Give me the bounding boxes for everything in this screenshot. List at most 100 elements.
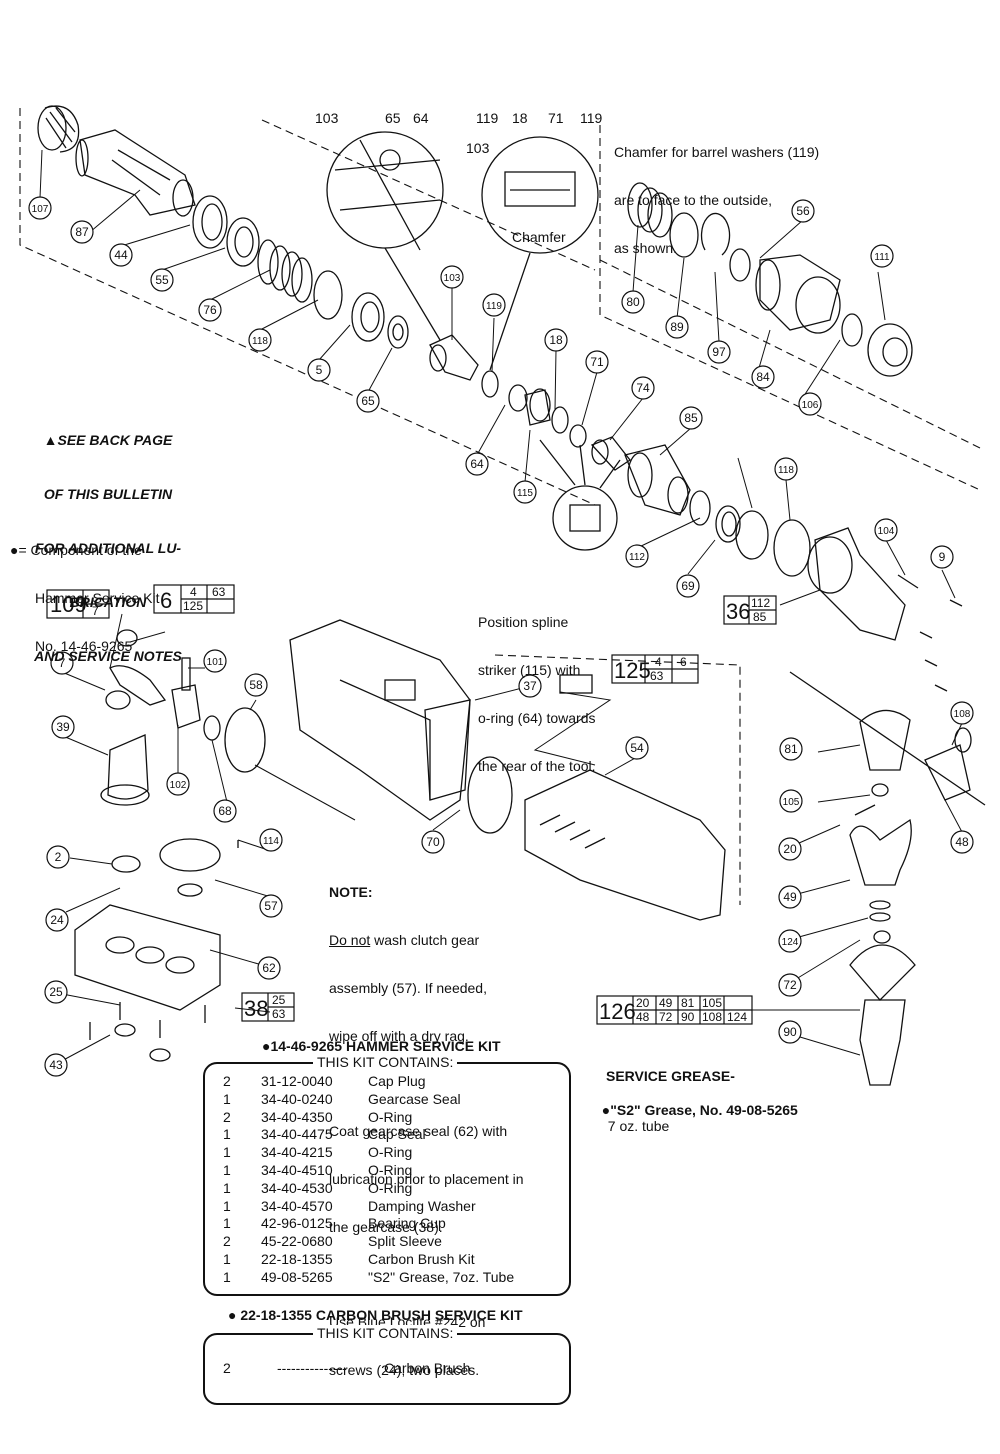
- box-126-bottom-0: 48: [636, 1010, 650, 1024]
- callout-number: 25: [49, 985, 63, 999]
- callout-circle: [778, 885, 802, 909]
- kit-part: 34-40-4215: [261, 1144, 333, 1161]
- box-38-main: 38: [244, 996, 268, 1021]
- callout-circle: [585, 350, 609, 374]
- chamfer-note-line: Chamfer for barrel washers (119): [614, 144, 820, 160]
- detail-right-3: 119: [580, 110, 603, 126]
- callout-circle: [625, 544, 649, 568]
- callout-circle: [544, 328, 568, 352]
- callout-number: 20: [783, 842, 797, 856]
- box-36-main: 36: [726, 599, 750, 624]
- assembly-boundary-dashes: [19, 108, 981, 905]
- callout-number: 65: [361, 394, 375, 408]
- callout-5: 5: [307, 358, 331, 382]
- callout-55: 55: [150, 268, 174, 292]
- callout-number: 90: [783, 1025, 797, 1039]
- kit-qty: 1: [223, 1090, 231, 1107]
- callout-number: 97: [712, 345, 726, 359]
- box-126-top-3: 105: [702, 996, 722, 1010]
- callout-number: 74: [636, 381, 650, 395]
- callout-90: 90: [778, 1020, 802, 1044]
- callout-number: 105: [783, 797, 800, 808]
- kit-qty: 1: [223, 1126, 231, 1143]
- kit-part: 49-08-5265: [261, 1268, 333, 1285]
- callout-number: 68: [218, 804, 232, 818]
- callout-circle: [779, 737, 803, 761]
- callout-number: 87: [75, 225, 89, 239]
- callout-circle: [307, 358, 331, 382]
- callout-number: 39: [56, 720, 70, 734]
- callout-circle: [44, 1053, 68, 1077]
- kit-desc: "S2" Grease, 7oz. Tube: [368, 1268, 515, 1285]
- callout-circle: [44, 980, 68, 1004]
- box-126-top-2: 81: [681, 996, 695, 1010]
- detail-right-1: 18: [512, 110, 528, 126]
- callout-circle: [248, 328, 272, 352]
- callout-44: 44: [109, 243, 133, 267]
- callout-circle: [465, 452, 489, 476]
- callout-114: 114: [259, 828, 283, 852]
- callout-number: 9: [939, 550, 946, 564]
- spline-note-line: Position spline: [478, 614, 569, 630]
- callout-number: 69: [681, 579, 695, 593]
- callout-number: 43: [49, 1058, 63, 1072]
- component-note-line: No. 14-46-9265: [35, 638, 133, 654]
- callout-circle: [621, 290, 645, 314]
- kit-desc: Cap Seal: [368, 1126, 426, 1143]
- callout-number: 101: [207, 657, 224, 668]
- box-126-bottom-2: 90: [681, 1010, 695, 1024]
- chamfer-label: Chamfer: [512, 229, 566, 245]
- callout-65: 65: [356, 389, 380, 413]
- kit-desc: O-Ring: [368, 1108, 413, 1125]
- box-126-bottom-3: 108: [702, 1010, 722, 1024]
- note-line: assembly (57). If needed,: [329, 980, 487, 996]
- callout-number: 7: [59, 656, 66, 670]
- callout-number: 58: [249, 678, 263, 692]
- callout-circle: [257, 956, 281, 980]
- callout-102: 102: [166, 772, 190, 796]
- service-grease-title: SERVICE GREASE-: [606, 1068, 735, 1084]
- callout-87: 87: [70, 220, 94, 244]
- callout-37: 37: [518, 674, 542, 698]
- note-line: Do not wash clutch gear: [329, 932, 524, 948]
- callout-number: 71: [590, 355, 604, 369]
- detail-circles: [326, 131, 621, 551]
- callout-number: 2: [55, 850, 62, 864]
- callout-number: 81: [784, 742, 798, 756]
- kit-desc: Carbon Brush Kit: [368, 1251, 475, 1267]
- kit-qty: 1: [223, 1179, 231, 1196]
- box-125-top-a: 4: [655, 655, 662, 669]
- service-grease-size: 7 oz. tube: [607, 1118, 670, 1134]
- callout-number: 62: [262, 961, 276, 975]
- kit-qty: 1: [223, 1268, 231, 1285]
- leader-lines: [39, 149, 963, 1065]
- kit-part: 45-22-0680: [261, 1233, 333, 1250]
- callout-circle: [751, 365, 775, 389]
- callout-124: 124: [778, 929, 802, 953]
- kit-part: 34-40-4475: [261, 1126, 333, 1143]
- kit-qty: 1: [223, 1197, 231, 1214]
- callout-number: 107: [32, 204, 49, 215]
- kit-row: 1 49-08-5265 "S2" Grease, 7oz. Tube: [205, 1268, 565, 1286]
- callout-107: 107: [28, 196, 52, 220]
- note-line: wipe off with a dry rag.: [329, 1028, 469, 1044]
- callout-circle: [213, 799, 237, 823]
- callout-108: 108: [950, 701, 974, 725]
- kit-desc: Gearcase Seal: [368, 1090, 461, 1107]
- callout-62: 62: [257, 956, 281, 980]
- callout-56: 56: [791, 199, 815, 223]
- callout-circle: [676, 574, 700, 598]
- callout-39: 39: [51, 715, 75, 739]
- callout-number: 44: [114, 248, 128, 262]
- callout-number: 64: [470, 457, 484, 471]
- spline-note: Position spline striker (115) with o-rin…: [478, 582, 596, 790]
- hammer-kit-title: ●14-46-9265 HAMMER SERVICE KIT: [262, 1038, 501, 1054]
- callout-number: 37: [523, 679, 537, 693]
- box-6-bottom: 125: [183, 599, 203, 613]
- callout-circle: [440, 265, 464, 289]
- coat-line: Coat gearcase seal (62) with: [329, 1123, 508, 1139]
- callout-number: 124: [782, 937, 799, 948]
- callout-circle: [778, 1020, 802, 1044]
- kit-part: 31-12-0040: [261, 1073, 333, 1089]
- callout-number: 118: [252, 336, 268, 347]
